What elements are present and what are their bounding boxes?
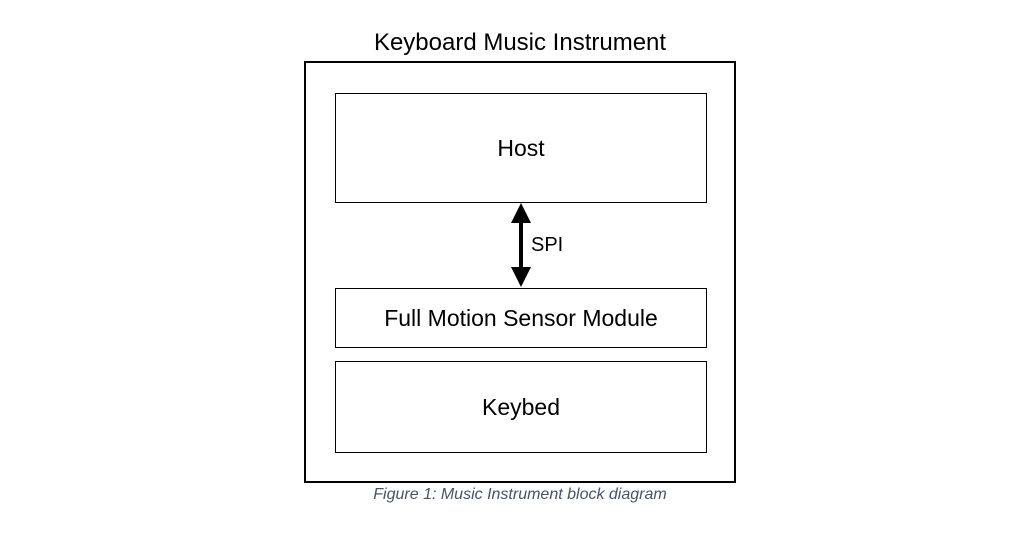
spi-double-arrow bbox=[511, 203, 531, 287]
arrowhead-up bbox=[511, 203, 531, 223]
keybed-block: Keybed bbox=[335, 361, 707, 453]
host-label: Host bbox=[497, 134, 545, 161]
host-block: Host bbox=[335, 93, 707, 203]
arrowhead-down bbox=[511, 267, 531, 287]
figure-caption: Figure 1: Music Instrument block diagram bbox=[373, 486, 667, 503]
full-motion-sensor-module-label: Full Motion Sensor Module bbox=[384, 304, 658, 331]
full-motion-sensor-module-block: Full Motion Sensor Module bbox=[335, 288, 707, 348]
diagram-title: Keyboard Music Instrument bbox=[373, 29, 667, 56]
keybed-label: Keybed bbox=[481, 393, 560, 420]
spi-label: SPI bbox=[531, 234, 564, 256]
keyboard-instrument-container bbox=[304, 61, 736, 483]
